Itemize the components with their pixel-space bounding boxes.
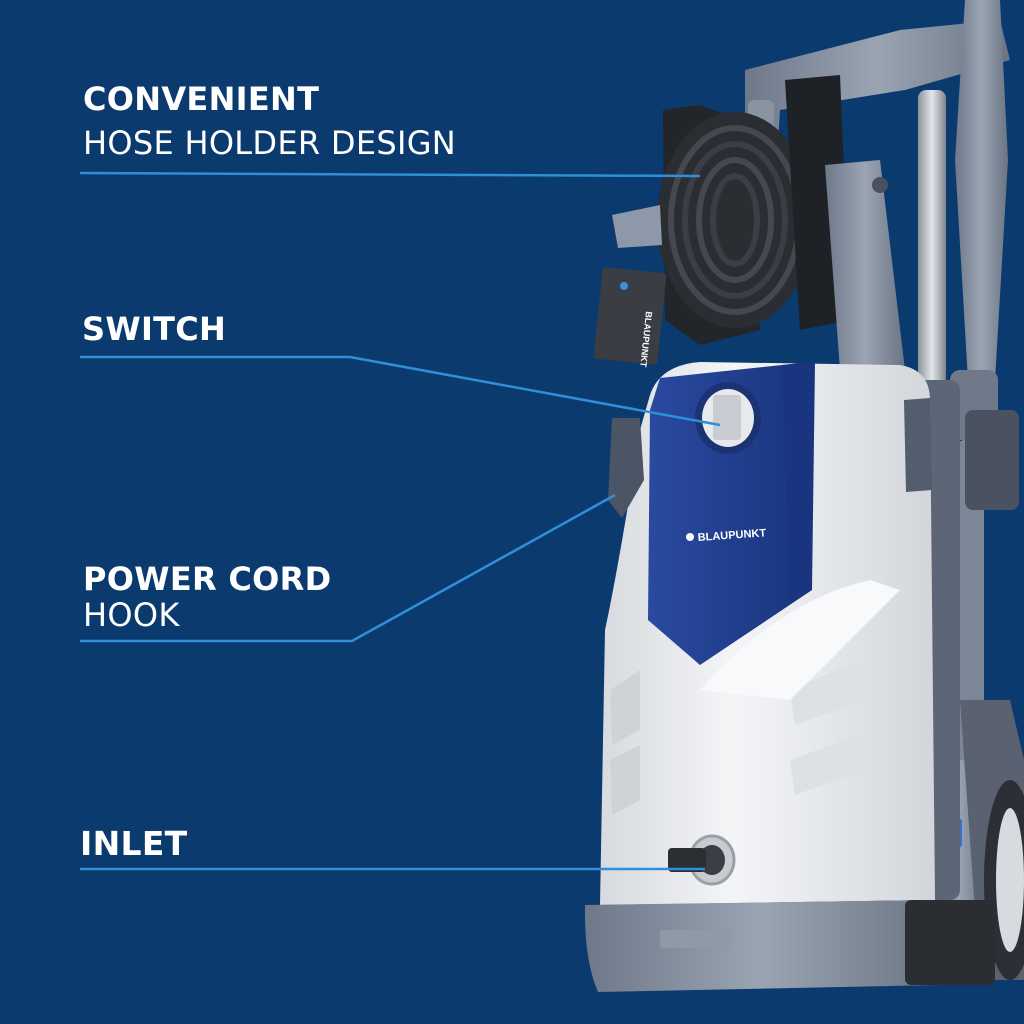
inlet-title: INLET [80, 824, 188, 863]
power-cord-subtitle: HOOK [83, 595, 180, 634]
power-cord-callout-line [80, 493, 616, 643]
water-inlet [668, 834, 736, 886]
hose-reel [612, 75, 905, 370]
hose-holder-title: CONVENIENT [83, 80, 320, 118]
switch-callout: SWITCH [82, 310, 227, 348]
switch-title: SWITCH [82, 310, 227, 348]
hose-holder-callout: CONVENIENT HOSE HOLDER DESIGN [83, 80, 457, 162]
product-tag: BLAUPUNKT [593, 267, 667, 368]
switch-callout-line [80, 355, 721, 427]
power-switch-knob [695, 382, 761, 454]
brand-logo-text: BLAUPUNKT [697, 527, 766, 544]
power-cord-callout: POWER CORD HOOK [83, 560, 332, 634]
inlet-callout: INLET [80, 824, 188, 863]
hose-callout-line [79, 171, 701, 178]
gray-base [584, 900, 995, 992]
front-panel: BLAUPUNKT [648, 362, 815, 665]
power-cord-title: POWER CORD [83, 560, 332, 598]
callout-lines [79, 171, 721, 871]
hose-holder-subtitle: HOSE HOLDER DESIGN [83, 123, 457, 162]
cord-hook [608, 398, 932, 518]
